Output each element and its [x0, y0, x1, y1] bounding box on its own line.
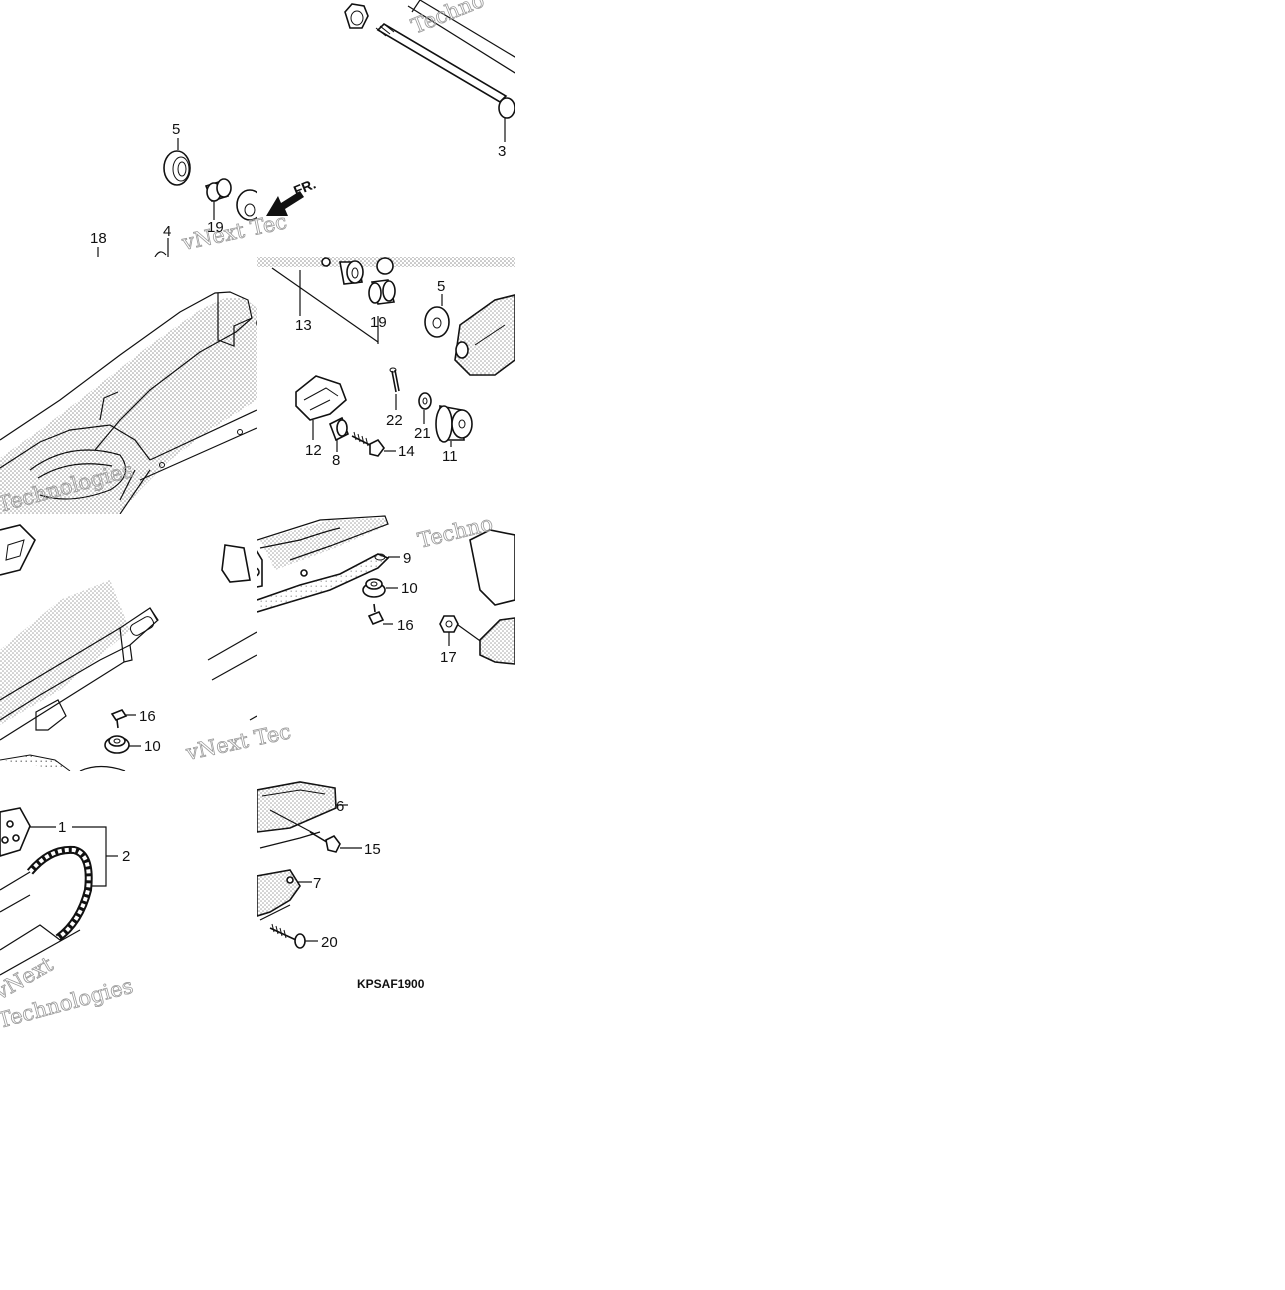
screw-20-part	[269, 923, 306, 949]
drive-chain-2-part	[0, 845, 93, 976]
chain-joint-1-part	[0, 807, 31, 857]
callout-10: 10	[144, 738, 161, 755]
callout-20: 20	[321, 934, 338, 951]
cotter-pin-22-part	[389, 367, 400, 393]
chain-guard-7-part	[257, 869, 301, 921]
pivot-bolt-3-part	[375, 22, 515, 119]
callout-14: 14	[398, 443, 415, 460]
pivot-collar-part	[321, 257, 394, 285]
callout-16: 16	[139, 708, 156, 725]
swingarm-body-part	[0, 291, 257, 514]
chain-guide-lower-part	[469, 529, 515, 665]
callout-4: 4	[163, 223, 171, 240]
callout-19: 19	[370, 314, 387, 331]
callout-5: 5	[437, 278, 445, 295]
bolt-16-part	[110, 709, 128, 729]
callout-12: 12	[305, 442, 322, 459]
bearing-5-part	[163, 150, 191, 186]
tile-top-left	[97, 138, 257, 257]
callout-1: 1	[58, 819, 66, 836]
tile-center	[257, 257, 515, 457]
tile-top-middle	[266, 0, 515, 216]
tile-lower-left	[0, 524, 257, 771]
washer-5-part	[424, 306, 450, 338]
callout-16: 16	[397, 617, 414, 634]
grommet-10-part	[362, 578, 386, 598]
chain-slider-12-part	[295, 375, 347, 421]
callout-22: 22	[386, 412, 403, 429]
callout-2: 2	[122, 848, 130, 865]
pivot-bushing-part	[236, 189, 257, 221]
chain-guide-bracket-part	[257, 515, 390, 613]
callout-labels: 5 3 19 18 4 FR. 13 19 5 22 12 8 14 21 11…	[58, 121, 506, 991]
bolt-15-part	[309, 831, 341, 853]
roller-11-part	[435, 405, 473, 443]
watermark-text: vNext Tec	[183, 719, 293, 765]
shock-link-bracket-part	[454, 294, 515, 376]
collar-19-part	[204, 178, 232, 202]
tile-lower-center	[257, 515, 515, 665]
callout-5: 5	[172, 121, 180, 138]
callout-15: 15	[364, 841, 381, 858]
collar-19-part	[368, 279, 396, 305]
callout-18: 18	[90, 230, 107, 247]
callout-9: 9	[403, 550, 411, 567]
washer-21-part	[418, 392, 432, 410]
front-direction-arrow	[266, 191, 304, 216]
chain-slider-6-part	[257, 781, 337, 849]
callout-7: 7	[313, 875, 321, 892]
bolt-14-part	[351, 431, 385, 457]
callout-11: 11	[442, 448, 458, 465]
swingarm-rear-part	[0, 524, 159, 741]
callout-8: 8	[332, 452, 340, 469]
bolt-16-part	[367, 603, 385, 626]
callout-3: 3	[498, 143, 506, 160]
callout-6: 6	[336, 798, 344, 815]
pivot-nut-part	[344, 3, 369, 29]
drawing-code: KPSAF1900	[357, 977, 425, 991]
callout-13: 13	[295, 317, 312, 334]
nut-17-part	[439, 615, 459, 633]
tile-bottom-center	[257, 781, 362, 949]
callout-21: 21	[414, 425, 431, 442]
collar-8-part	[328, 416, 350, 442]
grommet-10-part	[104, 735, 130, 754]
callout-10: 10	[401, 580, 418, 597]
callout-19: 19	[207, 219, 224, 236]
front-direction-label: FR.	[291, 175, 318, 198]
tile-bottom-left	[0, 807, 118, 976]
watermark-text: vNext Tec	[179, 209, 289, 255]
callout-17: 17	[440, 649, 457, 666]
watermark-layer: Techno vNext Tec Technologies Techno vNe…	[0, 0, 496, 1033]
tile-middle-left	[0, 291, 257, 514]
